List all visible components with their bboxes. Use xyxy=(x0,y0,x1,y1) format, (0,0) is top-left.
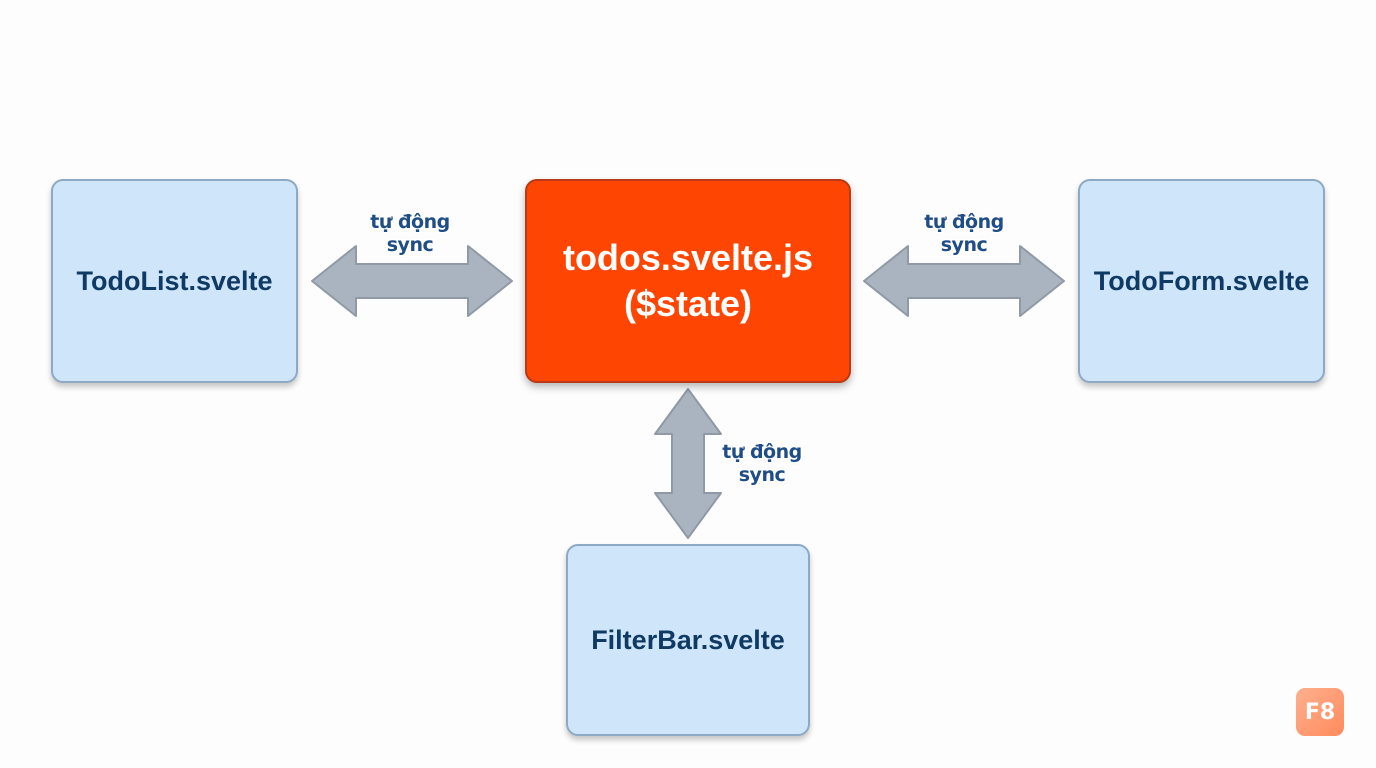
arrow-store-filterbar xyxy=(654,388,722,539)
f8-logo-badge: F8 xyxy=(1296,688,1344,736)
f8-logo-text: F8 xyxy=(1304,699,1336,725)
edge-label-line1: tự động xyxy=(370,211,450,233)
node-todolist: TodoList.svelte xyxy=(51,179,298,383)
node-store-title: todos.svelte.js xyxy=(562,237,814,278)
node-todoform: TodoForm.svelte xyxy=(1078,179,1325,383)
node-todoform-label: TodoForm.svelte xyxy=(1093,265,1310,296)
node-store: todos.svelte.js ($state) xyxy=(525,179,851,383)
node-filterbar-label: FilterBar.svelte xyxy=(591,624,785,655)
arrow-store-todoform xyxy=(863,245,1065,317)
node-filterbar: FilterBar.svelte xyxy=(566,544,810,736)
edge-label-store-filterbar: tự động sync xyxy=(702,441,822,487)
edge-label-line2: sync xyxy=(738,464,786,486)
arrow-todolist-store xyxy=(311,245,513,317)
edge-label-line1: tự động xyxy=(924,211,1004,233)
edge-label-line2: sync xyxy=(940,234,988,256)
edge-label-todolist-store: tự động sync xyxy=(350,211,470,257)
edge-label-store-todoform: tự động sync xyxy=(904,211,1024,257)
node-todolist-label: TodoList.svelte xyxy=(76,265,273,296)
node-store-subtitle: ($state) xyxy=(623,283,753,324)
edge-label-line2: sync xyxy=(386,234,434,256)
edge-label-line1: tự động xyxy=(722,441,802,463)
